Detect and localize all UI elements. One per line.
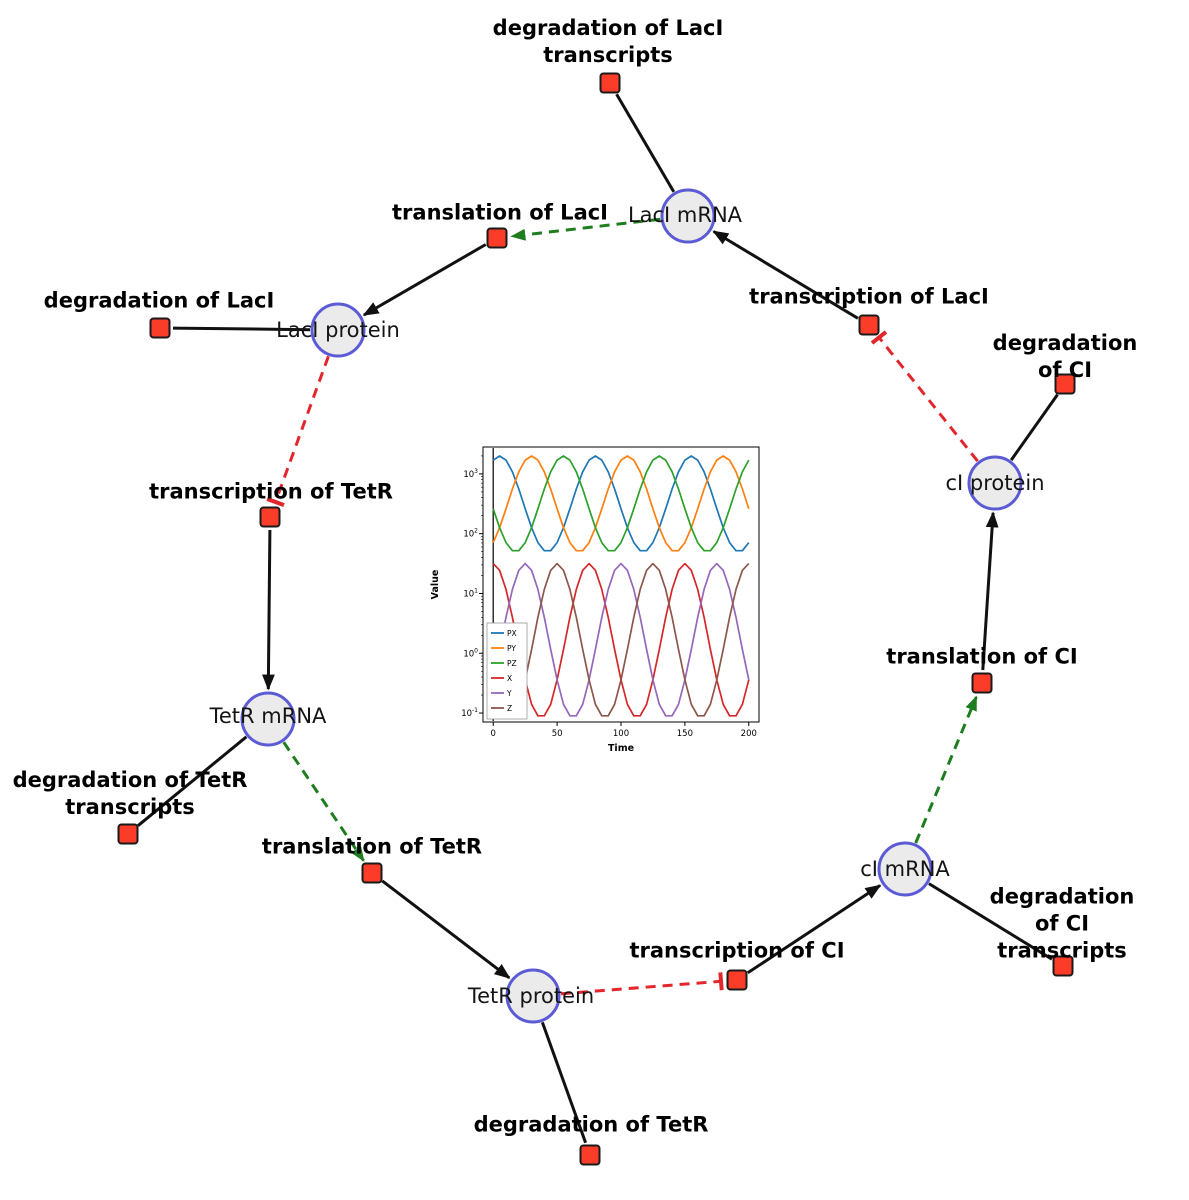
legend-label: PZ [507, 659, 517, 668]
reaction-label-degradation-tetr: degradation of TetR [473, 1112, 709, 1137]
species-label-laci-protein: LacI protein [276, 318, 400, 342]
series-Z-line [492, 562, 750, 717]
legend-label: Z [507, 704, 512, 713]
reaction-node-translation-ci [971, 672, 993, 694]
edge-ci-protein-to-degradation-ci [1009, 393, 1059, 461]
reaction-node-degradation-ci [1054, 373, 1076, 395]
edge-transcription-tetr-to-tetr-mrna [262, 529, 275, 691]
y-tick-label: 103 [463, 468, 478, 480]
species-label-ci-protein: cI protein [945, 471, 1045, 495]
reaction-label-translation-tetr: translation of TetR [261, 834, 483, 859]
legend-box [486, 622, 528, 720]
reaction-label-degradation-laci: degradation of LacI [43, 288, 275, 313]
reaction-label-translation-ci: translation of CI [886, 644, 1078, 669]
series-PZ-line [492, 455, 750, 552]
reaction-label-transcription-ci: transcription of CI [629, 938, 845, 963]
reaction-node-translation-tetr [361, 862, 383, 884]
species-node-ci-protein [967, 455, 1023, 511]
series-Y-line [492, 562, 750, 717]
species-label-ci-mrna: cI mRNA [860, 857, 950, 881]
species-node-tetr-mrna [240, 691, 296, 747]
edge-ci-protein-inhibits-transcription-laci [870, 330, 979, 463]
edge-translation-tetr-to-tetr-protein [381, 879, 511, 979]
species-node-tetr-protein [505, 968, 561, 1024]
reaction-label-transcription-laci: transcription of LacI [749, 284, 989, 309]
reaction-node-transcription-ci [726, 969, 748, 991]
edge-translation-laci-to-laci-protein [362, 243, 487, 317]
reaction-node-translation-laci [486, 227, 508, 249]
reaction-label-degradation-tetr-transcripts: degradation of TetR transcripts [12, 768, 248, 819]
reaction-label-transcription-tetr: transcription of TetR [149, 479, 393, 504]
edge-ci-mrna-modifier-translation-ci [914, 695, 978, 844]
x-tick-label: 100 [613, 729, 629, 739]
legend-label: PX [507, 629, 517, 638]
y-tick-label: 10-1 [461, 707, 478, 719]
y-tick-label: 100 [463, 647, 478, 659]
y-tick-label: 102 [463, 528, 478, 540]
series-PY-line [492, 455, 750, 552]
reaction-node-degradation-ci-transcripts [1052, 955, 1074, 977]
reaction-node-transcription-laci [858, 314, 880, 336]
y-axis-label: Value [430, 570, 441, 600]
x-tick-label: 0 [491, 729, 496, 739]
reaction-node-degradation-laci [149, 317, 171, 339]
reaction-node-degradation-tetr [579, 1144, 601, 1166]
y-tick-label: 101 [463, 587, 478, 599]
species-label-tetr-mrna: TetR mRNA [209, 704, 327, 728]
legend-label: X [507, 674, 512, 683]
x-tick-label: 200 [741, 729, 757, 739]
reaction-node-transcription-tetr [259, 506, 281, 528]
species-node-ci-mrna [877, 841, 933, 897]
reaction-node-degradation-tetr-transcripts [117, 823, 139, 845]
species-label-laci-mrna: LacI mRNA [627, 203, 743, 227]
legend-label: PY [507, 644, 516, 653]
reaction-label-degradation-ci: degradation of CI [992, 331, 1138, 382]
species-label-tetr-protein: TetR protein [467, 984, 595, 1008]
reaction-label-degradation-ci-transcripts: degradation of CI transcripts [989, 884, 1135, 963]
species-node-laci-protein [310, 302, 366, 358]
reaction-label-translation-laci: translation of LacI [392, 200, 608, 225]
x-tick-label: 150 [677, 729, 693, 739]
species-node-laci-mrna [660, 188, 716, 244]
legend-label: Y [506, 689, 512, 698]
reaction-label-degradation-laci-transcripts: degradation of LacI transcripts [492, 16, 724, 67]
x-tick-label: 50 [552, 729, 563, 739]
reaction-node-degradation-laci-transcripts [599, 72, 621, 94]
series-PX-line [492, 455, 750, 552]
edge-laci-mrna-to-degradation-laci-transcripts [615, 93, 676, 193]
x-axis-label: Time [608, 743, 634, 754]
